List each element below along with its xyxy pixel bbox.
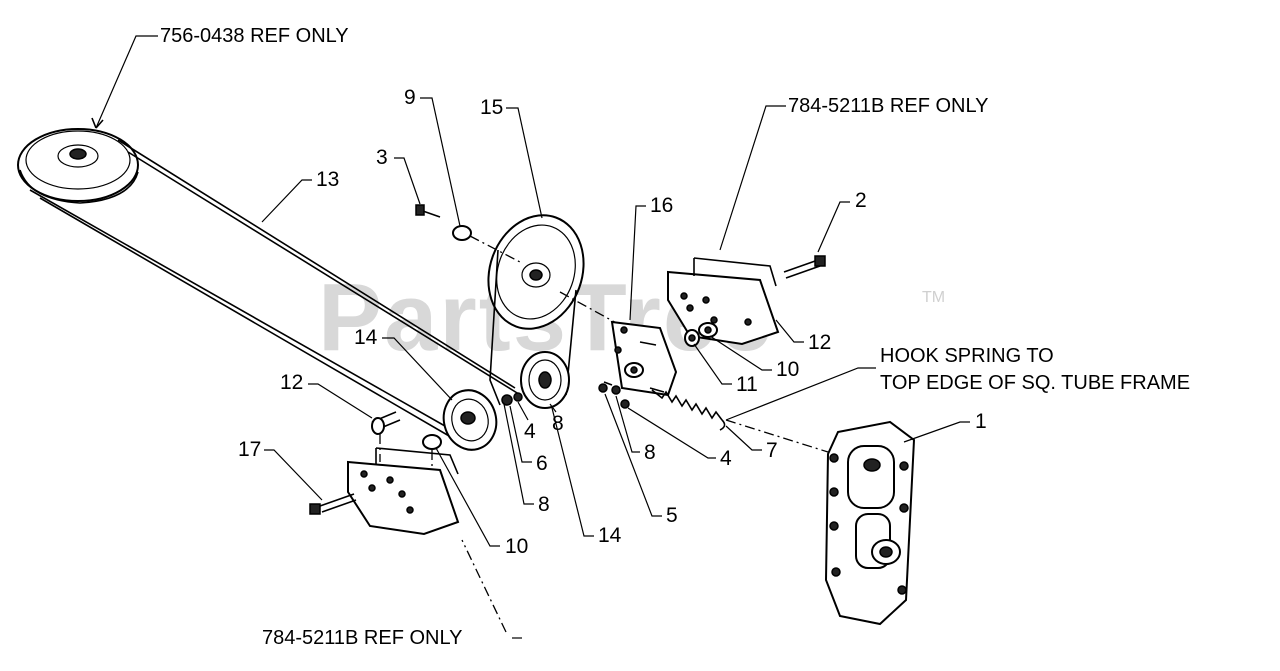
callout-12b: 12 <box>280 371 303 394</box>
upper-pulley <box>487 214 585 406</box>
callout-15: 15 <box>480 96 503 119</box>
note-line-1: HOOK SPRING TO <box>880 345 1054 367</box>
callout-12b-leader <box>308 383 373 419</box>
idler-bracket <box>603 320 678 397</box>
bracket-bottom-ref-leader <box>461 539 507 633</box>
callout-10a-leader <box>709 335 772 371</box>
callout-8c: 8 <box>538 493 550 516</box>
callout-10b: 10 <box>505 535 528 558</box>
callout-3: 3 <box>376 146 388 169</box>
callout-11-leader <box>693 343 732 385</box>
watermark-trademark: TM <box>922 289 945 306</box>
callout-13-leader <box>261 179 312 223</box>
callout-8b: 8 <box>644 441 656 464</box>
callout-10b-leader <box>435 447 500 547</box>
large-pulley <box>17 128 139 204</box>
callout-2: 2 <box>855 189 867 212</box>
callout-4b-leader <box>627 407 716 459</box>
callout-4b: 4 <box>720 447 732 470</box>
callout-8c-leader <box>503 403 534 505</box>
bracket-top <box>667 255 826 346</box>
callout-6: 6 <box>536 452 548 475</box>
callout-4a: 4 <box>524 420 536 443</box>
pulley-ref-label: 756-0438 REF ONLY <box>160 25 349 47</box>
callout-4a-leader <box>517 401 529 421</box>
callout-10a: 10 <box>776 358 799 381</box>
pulley-ref-leader <box>95 35 158 129</box>
callout-5: 5 <box>666 504 678 527</box>
callout-9: 9 <box>404 86 416 109</box>
bracket-top-ref-leader <box>719 105 786 251</box>
gearbox <box>725 419 916 626</box>
callout-13: 13 <box>316 168 339 191</box>
callout-14b-leader <box>551 407 594 537</box>
callout-14b: 14 <box>598 524 622 547</box>
callout-1: 1 <box>975 410 987 433</box>
idler-pulley-right <box>520 351 570 409</box>
small-hardware <box>598 383 665 409</box>
callout-9-leader <box>420 97 461 227</box>
callout-16: 16 <box>650 194 673 217</box>
callout-16-leader <box>629 205 646 321</box>
callout-5-leader <box>604 393 662 517</box>
callout-17-leader <box>264 449 323 501</box>
callout-2-leader <box>817 201 850 253</box>
callout-8a-leader <box>549 403 557 413</box>
bolt-and-washer <box>415 204 621 326</box>
callout-12a: 12 <box>808 331 831 354</box>
callout-12a-leader <box>775 319 804 343</box>
callout-3-leader <box>394 157 421 205</box>
callout-15-leader <box>506 107 543 219</box>
callout-8b-leader <box>615 395 640 453</box>
note-leader <box>725 367 876 421</box>
spring <box>651 389 726 431</box>
callout-8a: 8 <box>552 412 564 435</box>
callout-6-leader <box>509 405 532 463</box>
callout-1-leader <box>903 421 970 443</box>
pulley-ref-arrow <box>91 117 104 129</box>
callout-14a: 14 <box>354 326 378 349</box>
bracket-bottom <box>309 411 460 536</box>
top-washers <box>684 322 718 347</box>
bracket-bottom-ref-label: 784-5211B REF ONLY <box>262 627 462 649</box>
idler-pulley-left <box>442 389 523 451</box>
callout-7: 7 <box>766 439 778 462</box>
bracket-top-ref-label: 784-5211B REF ONLY <box>788 95 988 117</box>
callout-14a-leader <box>382 337 453 401</box>
note-line-2: TOP EDGE OF SQ. TUBE FRAME <box>880 372 1190 394</box>
callout-7-leader <box>725 425 762 451</box>
callout-11: 11 <box>736 373 758 396</box>
callout-17: 17 <box>238 438 261 461</box>
drive-belt <box>29 139 523 441</box>
